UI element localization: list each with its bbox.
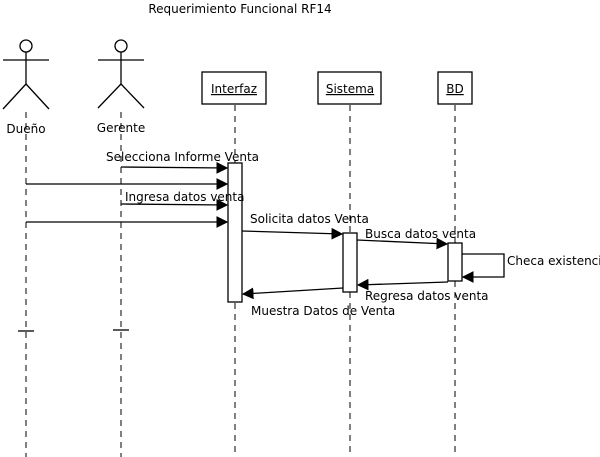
message-ingresa-label: Ingresa datos venta [125,190,244,204]
message-ingresa-arrow [120,199,229,211]
message-checa-arrow [461,253,505,283]
object-interfaz-label: Interfaz [211,82,257,96]
object-bd: BD [437,71,473,105]
object-bd-label: BD [446,82,463,96]
message-muestra-label: Muestra Datos de Venta [251,304,395,318]
actor-dueno-label: Dueño [6,122,45,136]
actor-dueno-leg-right [25,83,50,110]
message-regresa-datos: Regresa datos venta [356,278,489,303]
message-solicita-datos: Solicita datos Venta [241,212,369,240]
diagram-title: Requerimiento Funcional RF14 [148,2,331,16]
actor-gerente-leg-right [120,83,145,109]
activation-bd [447,242,463,282]
message-checa-label: Checa existencia [507,254,600,268]
message-solicita-label: Solicita datos Venta [250,212,369,226]
actor-gerente-label: Gerente [97,121,145,135]
message-selecciona-informe: Selecciona Informe Venta [106,150,259,174]
message-muestra-arrow [241,287,344,300]
object-interfaz-box [201,71,267,105]
message-regresa-arrow [356,278,449,291]
message-busca-label: Busca datos venta [365,227,476,241]
object-sistema-box [317,71,382,105]
message-selecciona-arrow [120,162,229,174]
actor-gerente-leg-left [97,83,122,109]
actor-dueno-head-icon [19,39,33,53]
activation-interfaz [227,162,243,303]
message-busca-datos: Busca datos venta [356,227,476,250]
actor-dueno: Dueño [2,39,50,136]
object-bd-box [437,71,473,105]
message-checa-existencia: Checa existencia [461,253,600,283]
object-interfaz: Interfaz [201,71,267,105]
actor-gerente-head-icon [114,39,128,53]
actor-gerente: Gerente [97,39,145,135]
message-regresa-label: Regresa datos venta [365,289,489,303]
actor-dueno-leg-left [2,83,27,110]
object-sistema-label: Sistema [326,82,374,96]
object-sistema: Sistema [317,71,382,105]
activation-sistema [342,232,358,293]
message-muestra-datos: Muestra Datos de Venta [241,287,395,318]
message-busca-arrow [356,237,449,250]
message-ingresa-datos: Ingresa datos venta [120,190,244,211]
message-solicita-arrow [241,227,344,240]
message-selecciona-label: Selecciona Informe Venta [106,150,259,164]
